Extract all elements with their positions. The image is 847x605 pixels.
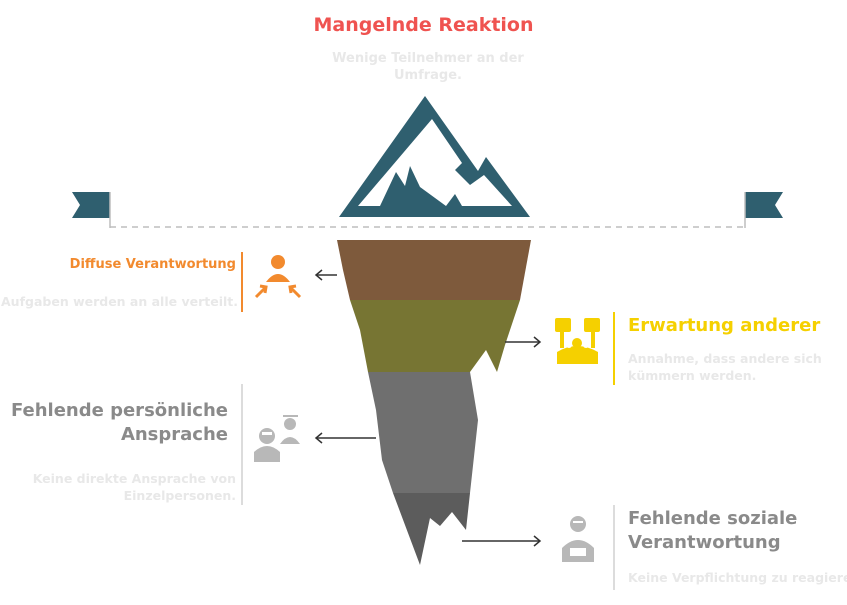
layer-3-title: Fehlende persönliche Ansprache — [10, 400, 228, 445]
others-expectation-icon — [555, 318, 600, 364]
iceberg-layer-2 — [350, 300, 520, 372]
arrow-layer-3 — [314, 432, 376, 444]
layer-2-title: Erwartung anderer — [628, 315, 821, 336]
iceberg-layer-3 — [368, 372, 478, 493]
layer-1-title: Diffuse Verantwortung — [69, 257, 236, 272]
layer-4-title: Fehlende soziale Verantwortung — [628, 508, 798, 553]
no-social-responsibility-icon — [562, 516, 594, 562]
arrow-layer-2 — [505, 336, 542, 348]
diagram-title: Mangelnde Reaktion — [313, 14, 534, 36]
iceberg-layer-1 — [337, 240, 531, 300]
iceberg-tip — [339, 96, 530, 217]
diagram-subtitle: Wenige Teilnehmer an der Umfrage. — [332, 51, 524, 83]
arrow-layer-1 — [314, 269, 337, 281]
no-personal-address-icon — [254, 415, 300, 462]
layer-2-description: Annahme, dass andere sich kümmern werden… — [628, 351, 822, 383]
right-water-flag — [744, 192, 783, 228]
group-responsibility-icon — [254, 255, 302, 299]
arrow-layer-4 — [462, 535, 542, 547]
left-water-flag — [72, 192, 111, 228]
iceberg-layer-4 — [393, 493, 470, 565]
layer-3-description: Keine direkte Ansprache von Einzelperson… — [32, 471, 236, 503]
layer-4-description: Keine Verpflichtung zu reagieren. — [628, 570, 847, 585]
layer-1-description: Aufgaben werden an alle verteilt. — [1, 294, 238, 309]
